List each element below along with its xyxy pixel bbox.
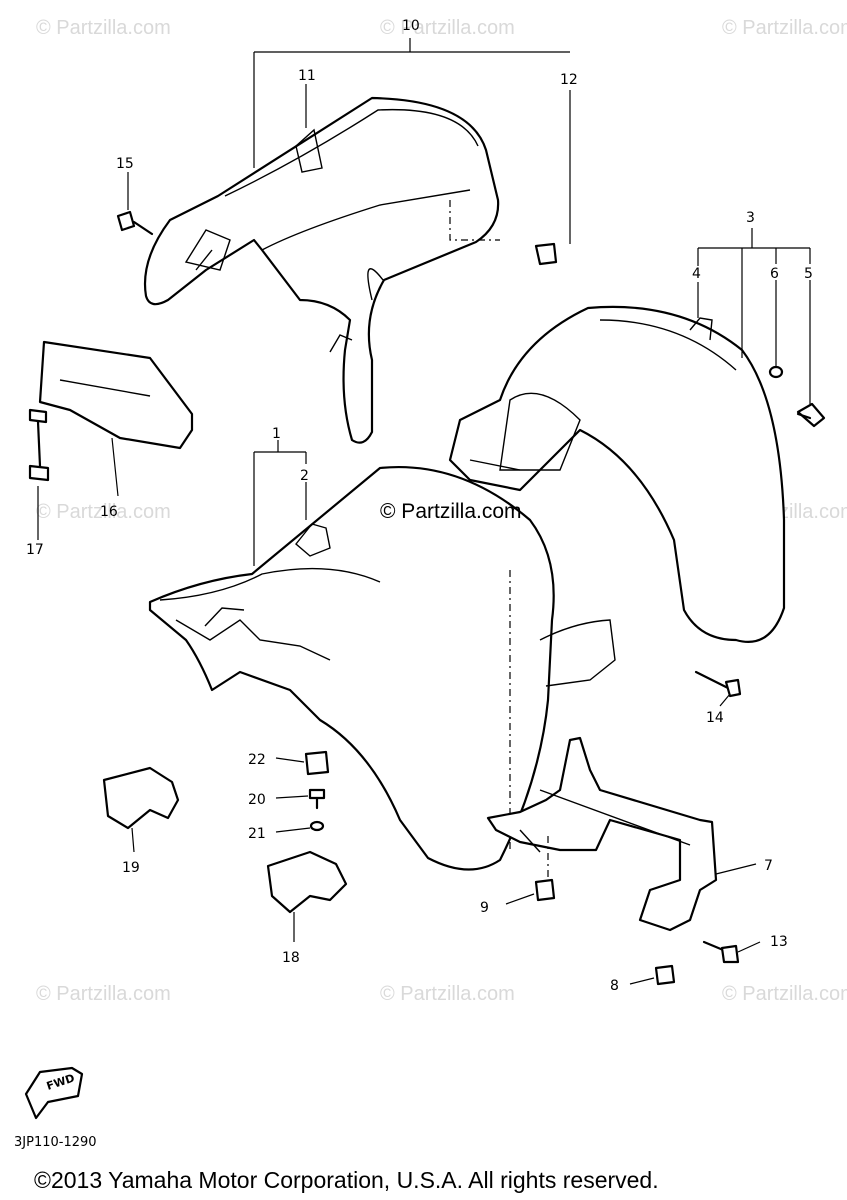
callout-6: 6 <box>770 266 779 282</box>
small-parts <box>28 210 826 986</box>
callout-11: 11 <box>298 68 316 84</box>
callout-16: 16 <box>100 504 118 520</box>
watermark-bottom-right: © Partzilla.com <box>722 983 847 1005</box>
callout-22: 22 <box>248 752 266 768</box>
callout-8: 8 <box>610 978 619 994</box>
watermark-center: © Partzilla.com <box>380 500 522 523</box>
watermark-mid-left: © Partzilla.com <box>36 501 171 523</box>
callout-17: 17 <box>26 542 44 558</box>
callout-4: 4 <box>692 266 701 282</box>
passenger-seat-drawing <box>143 96 500 444</box>
leader-lines <box>37 38 811 985</box>
callout-2: 2 <box>300 468 309 484</box>
callout-1: 1 <box>272 426 281 442</box>
watermark-bottom-center: © Partzilla.com <box>380 983 515 1005</box>
callout-21: 21 <box>248 826 266 842</box>
watermarks: © Partzilla.com © Partzilla.com © Partzi… <box>36 17 847 1005</box>
watermark-top-center: © Partzilla.com <box>380 17 515 39</box>
diagram-code: 3JP110-1290 <box>14 1135 97 1150</box>
callout-19: 19 <box>122 860 140 876</box>
callout-13: 13 <box>770 934 788 950</box>
fwd-arrow: FWD <box>24 1066 84 1120</box>
callout-15: 15 <box>116 156 134 172</box>
callout-labels: 10 11 12 15 3 4 6 5 1 2 16 17 14 22 20 2… <box>26 18 813 994</box>
copyright-notice: ©2013 Yamaha Motor Corporation, U.S.A. A… <box>34 1167 659 1193</box>
seat-bracket-drawing <box>486 736 718 932</box>
watermark-bottom-left: © Partzilla.com <box>36 983 171 1005</box>
fwd-arrow-icon <box>24 1066 84 1120</box>
callout-5: 5 <box>804 266 813 282</box>
callout-10: 10 <box>402 18 420 34</box>
callout-14: 14 <box>706 710 724 726</box>
rider-seat-drawing <box>148 466 616 871</box>
callout-3: 3 <box>746 210 755 226</box>
watermark-top-right: © Partzilla.com <box>722 17 847 39</box>
watermark-top-left: © Partzilla.com <box>36 17 171 39</box>
callout-20: 20 <box>248 792 266 808</box>
callout-7: 7 <box>764 858 773 874</box>
callout-12: 12 <box>560 72 578 88</box>
callout-9: 9 <box>480 900 489 916</box>
callout-18: 18 <box>282 950 300 966</box>
